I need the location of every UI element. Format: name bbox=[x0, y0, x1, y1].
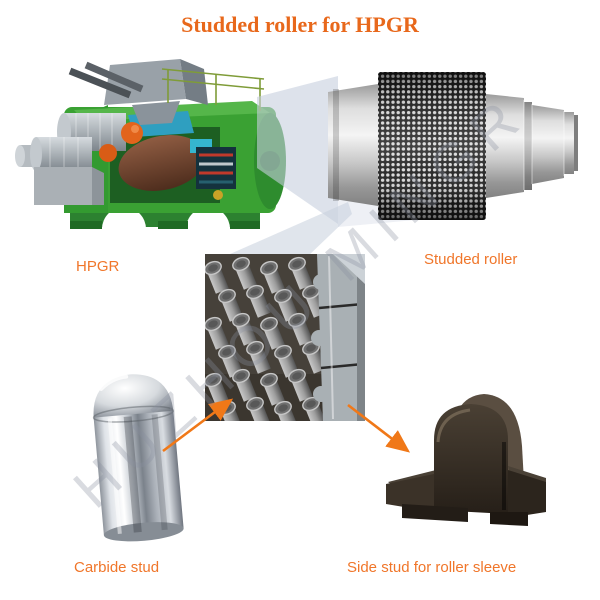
carbide-stud-image bbox=[92, 374, 184, 542]
side-stud-image bbox=[386, 394, 546, 526]
machine-motor-upper bbox=[57, 113, 126, 151]
closeup-side-plates bbox=[311, 254, 365, 421]
label-hpgr: HPGR bbox=[76, 258, 120, 275]
label-carbide-stud: Carbide stud bbox=[74, 559, 160, 576]
zoom-beam-machine-to-roller bbox=[257, 76, 338, 224]
roller-shaft-left bbox=[328, 84, 378, 206]
side-stud-left-wing bbox=[386, 474, 434, 512]
roller-shaft-right bbox=[486, 94, 524, 198]
machine-motor-lower bbox=[30, 137, 92, 171]
studded-roller-image bbox=[328, 72, 578, 220]
side-stud-right-wing bbox=[508, 470, 546, 518]
arrow-carbide-stud-to-closeup bbox=[162, 398, 234, 453]
hpgr-machine-image bbox=[15, 59, 286, 240]
zoom-beam-roller-to-closeup bbox=[221, 202, 352, 258]
label-studded-roller: Studded roller bbox=[424, 251, 518, 268]
label-side-stud: Side stud for roller sleeve bbox=[347, 559, 517, 576]
arrow-closeup-to-side-stud bbox=[347, 403, 411, 453]
side-stud-ridge bbox=[434, 404, 508, 514]
page-title: Studded roller for HPGR bbox=[181, 12, 419, 37]
machine-roll bbox=[118, 135, 206, 191]
stud-dome bbox=[93, 374, 174, 420]
stud-surface-closeup-image bbox=[205, 254, 365, 421]
